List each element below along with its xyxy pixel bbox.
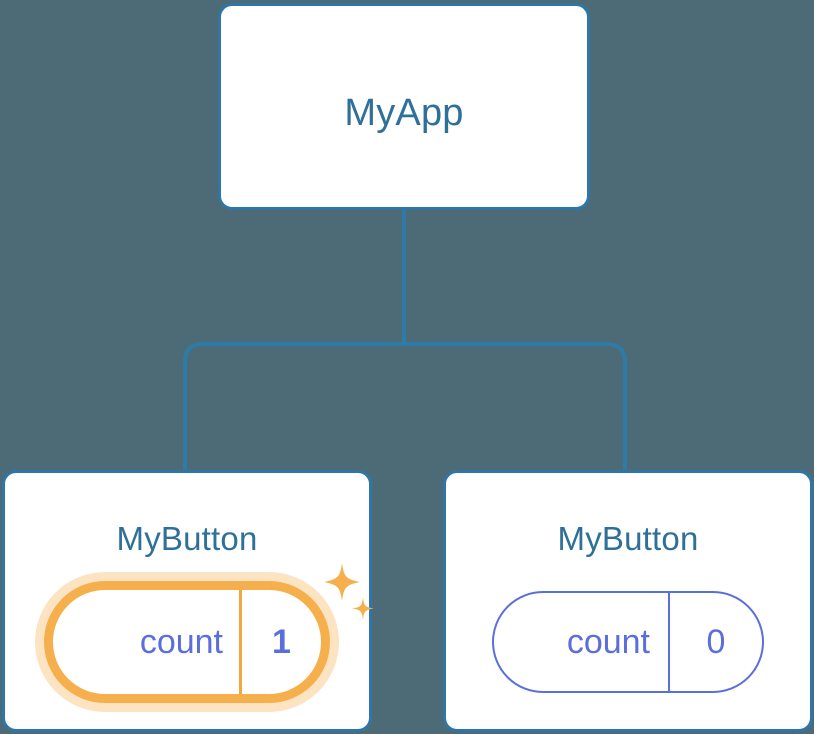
node-title-mybutton-right: MyButton	[557, 520, 699, 557]
state-key-label-left: count	[139, 622, 223, 661]
state-pill-container-right: count 0	[446, 591, 810, 693]
state-value-label-right: 0	[668, 593, 762, 691]
state-pill-highlighted[interactable]: count 1	[44, 581, 330, 703]
node-title-myapp: MyApp	[344, 92, 464, 134]
state-value-label-left: 1	[239, 590, 321, 694]
node-card-mybutton-right[interactable]: MyButton count 0	[443, 470, 813, 732]
node-card-myapp[interactable]: MyApp	[218, 3, 590, 210]
connector-branch-bar	[183, 342, 627, 472]
state-pill-container-left: count 1	[5, 581, 369, 703]
state-key-label-right: count	[566, 622, 650, 661]
state-pill-plain[interactable]: count 0	[492, 591, 764, 693]
node-title-mybutton-left: MyButton	[116, 520, 258, 557]
node-card-mybutton-left[interactable]: MyButton count 1	[2, 470, 374, 732]
